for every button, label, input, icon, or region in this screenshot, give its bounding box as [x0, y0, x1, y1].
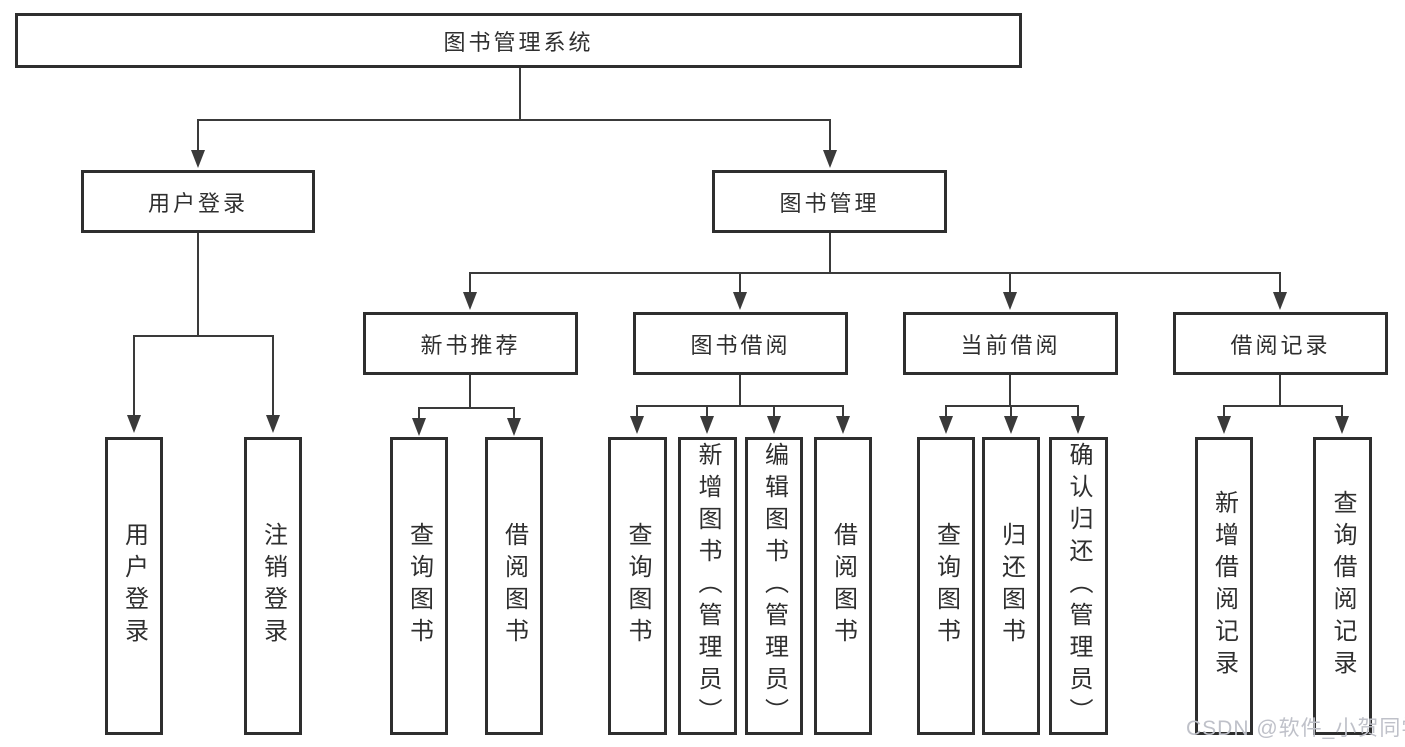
connector-line	[739, 375, 741, 406]
connector-line	[829, 233, 831, 273]
connector-line	[773, 405, 775, 418]
node-book-borrow: 图书借阅	[633, 312, 848, 375]
connector-line	[945, 405, 1079, 407]
connector-line	[706, 405, 708, 418]
connector-line	[636, 405, 844, 407]
leaf-confirm-return-admin: 确认归还（管理员）	[1049, 437, 1108, 735]
arrowhead-icon	[1004, 416, 1018, 434]
leaf-borrow-book: 借阅图书	[814, 437, 872, 735]
arrowhead-icon	[266, 415, 280, 433]
leaf-query-book-recommend: 查询图书	[390, 437, 448, 735]
connector-line	[469, 272, 471, 294]
arrowhead-icon	[823, 150, 837, 168]
leaf-logout: 注销登录	[244, 437, 302, 735]
arrowhead-icon	[733, 292, 747, 310]
leaf-add-borrow-record: 新增借阅记录	[1195, 437, 1253, 735]
connector-line	[197, 119, 831, 121]
connector-line	[418, 407, 420, 420]
connector-line	[513, 407, 515, 420]
node-book-management: 图书管理	[712, 170, 947, 233]
connector-line	[418, 407, 515, 409]
arrowhead-icon	[767, 416, 781, 434]
arrowhead-icon	[836, 416, 850, 434]
arrowhead-icon	[463, 292, 477, 310]
leaf-query-book-borrow: 查询图书	[608, 437, 667, 735]
connector-line	[1223, 405, 1343, 407]
connector-line	[1341, 405, 1343, 418]
arrowhead-icon	[1335, 416, 1349, 434]
arrowhead-icon	[1273, 292, 1287, 310]
arrowhead-icon	[700, 416, 714, 434]
connector-line	[1279, 272, 1281, 294]
connector-line	[739, 272, 741, 294]
connector-line	[1010, 405, 1012, 418]
connector-line	[519, 68, 521, 120]
connector-line	[842, 405, 844, 418]
arrowhead-icon	[507, 418, 521, 436]
leaf-return-book: 归还图书	[982, 437, 1040, 735]
connector-line	[197, 119, 199, 152]
connector-line	[272, 335, 274, 417]
connector-line	[636, 405, 638, 418]
leaf-query-borrow-record: 查询借阅记录	[1313, 437, 1372, 735]
node-current-borrow: 当前借阅	[903, 312, 1118, 375]
connector-line	[1009, 272, 1011, 294]
node-new-book-recommend: 新书推荐	[363, 312, 578, 375]
arrowhead-icon	[1003, 292, 1017, 310]
arrowhead-icon	[630, 416, 644, 434]
connector-line	[133, 335, 274, 337]
connector-line	[469, 375, 471, 408]
connector-line	[1279, 375, 1281, 406]
connector-line	[197, 233, 199, 336]
leaf-edit-book-admin: 编辑图书（管理员）	[745, 437, 803, 735]
leaf-user-login: 用户登录	[105, 437, 163, 735]
arrowhead-icon	[127, 415, 141, 433]
csdn-watermark: CSDN @软件_小贺同学	[1186, 717, 1405, 740]
leaf-borrow-book-recommend: 借阅图书	[485, 437, 543, 735]
connector-line	[1223, 405, 1225, 418]
leaf-add-book-admin: 新增图书（管理员）	[678, 437, 737, 735]
arrowhead-icon	[1071, 416, 1085, 434]
arrowhead-icon	[1217, 416, 1231, 434]
arrowhead-icon	[412, 418, 426, 436]
node-library-management-system: 图书管理系统	[15, 13, 1022, 68]
connector-line	[945, 405, 947, 418]
node-user-login: 用户登录	[81, 170, 315, 233]
connector-line	[1009, 375, 1011, 406]
connector-line	[133, 335, 135, 417]
arrowhead-icon	[939, 416, 953, 434]
leaf-query-book-current: 查询图书	[917, 437, 975, 735]
node-borrow-records: 借阅记录	[1173, 312, 1388, 375]
connector-line	[1077, 405, 1079, 418]
arrowhead-icon	[191, 150, 205, 168]
connector-line	[829, 119, 831, 152]
connector-line	[469, 272, 1281, 274]
